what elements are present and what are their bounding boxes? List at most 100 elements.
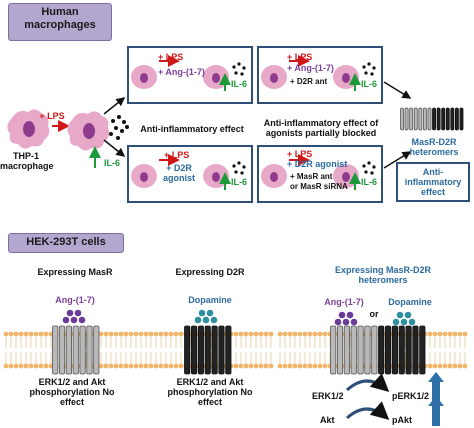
- up-arrow-icon: [428, 372, 444, 410]
- panel-b-title: HEK-293T cells: [8, 233, 124, 253]
- il6-label-box1: IL-6: [231, 79, 248, 89]
- d2r-agonist-label-box3: + D2R agonist: [162, 163, 195, 183]
- receptor-helix: [454, 107, 459, 131]
- d2r-block-box: [257, 145, 383, 203]
- dopamine-ligand-dots: [194, 309, 218, 324]
- receptor-helix: [422, 107, 427, 131]
- receptor-helix: [459, 107, 464, 131]
- nucleus-icon: [342, 172, 350, 182]
- partial-block-label: Anti-inflammatory effect of agonists par…: [263, 118, 379, 138]
- receptor-helix: [432, 107, 436, 131]
- receptor-helix: [225, 325, 232, 375]
- nucleus-icon: [140, 172, 148, 182]
- col3-title: Expressing MasR-D2R heteromers: [334, 265, 432, 285]
- receptor-helix: [184, 325, 191, 375]
- nucleus-icon: [140, 73, 148, 83]
- receptor-helix: [450, 107, 455, 131]
- erk-label: ERK1/2: [312, 391, 344, 401]
- dopamine-ligand-dots: [392, 311, 416, 326]
- arrow-icon: [383, 81, 412, 99]
- receptor-helix: [79, 325, 86, 375]
- dots-icon: [362, 62, 376, 76]
- receptor-helix: [204, 325, 211, 375]
- col3-or: or: [369, 309, 379, 319]
- receptor-helix: [86, 325, 93, 375]
- arrow-icon: [103, 139, 126, 157]
- col2-ligand: Dopamine: [188, 295, 232, 305]
- il6-label-main: IL-6: [103, 158, 120, 168]
- receptor-helix: [445, 107, 450, 131]
- perk-label: pERK1/2: [392, 391, 430, 401]
- lps-label-box4: + LPS: [287, 149, 313, 159]
- d2r-box: [127, 145, 253, 203]
- masr-sirna-label: or MasR siRNA: [290, 182, 348, 191]
- receptor-helix: [330, 325, 337, 375]
- il6-label-box4: IL-6: [361, 177, 378, 187]
- ang-block-box: [257, 46, 383, 104]
- nucleus-icon: [83, 123, 95, 139]
- panel-a-title: Human macrophages: [8, 3, 112, 41]
- receptor-helix: [52, 325, 59, 375]
- ang-label-box1: + Ang-(1-7): [158, 67, 205, 77]
- receptor-helix: [190, 325, 198, 375]
- panel-a-title-text: Human macrophages: [24, 6, 96, 31]
- ang-ligand-dots: [62, 309, 86, 324]
- ligand-dots: [62, 309, 416, 326]
- receptor-icon: [400, 107, 464, 131]
- receptor-helix: [391, 325, 398, 375]
- col1-result: ERK1/2 and Akt phosphorylation No effect: [29, 377, 115, 407]
- nucleus-icon: [212, 172, 220, 182]
- lps-label-box3: + LPS: [164, 150, 190, 160]
- col1-title: Expressing MasR: [37, 267, 113, 277]
- receptors: [52, 325, 426, 375]
- receptor-helix: [418, 107, 423, 131]
- receptor-helix: [211, 325, 218, 375]
- receptor-helix: [427, 107, 432, 131]
- il6-label-box2: IL-6: [361, 79, 378, 89]
- dots-icon: [232, 161, 246, 175]
- d2r-ant-label: + D2R ant: [290, 77, 328, 86]
- receptor-helix: [371, 325, 378, 375]
- dots-icon: [362, 161, 376, 175]
- receptor-helix: [218, 325, 225, 375]
- dots-icon: [109, 115, 129, 140]
- cell-icon: [131, 65, 157, 89]
- cell-icon: [261, 65, 287, 89]
- arrow-icon: [103, 97, 126, 115]
- cell-icon: [131, 164, 157, 188]
- masr-ant-label: + MasR ant: [290, 172, 333, 181]
- col2-title: Expressing D2R: [175, 267, 245, 277]
- receptor-helix: [441, 107, 446, 131]
- receptor-helix: [336, 325, 344, 375]
- ang-box: [127, 46, 253, 104]
- panel-b-title-text: HEK-293T cells: [26, 236, 106, 248]
- d2r-agonist-label-box4: + D2R agonist: [287, 159, 348, 169]
- nucleus-icon: [23, 121, 35, 137]
- cell-icon: [7, 109, 50, 149]
- box-cells: [131, 55, 376, 190]
- receptor-helix: [419, 325, 426, 375]
- receptor-helix: [65, 325, 72, 375]
- cell-icon: [261, 164, 287, 188]
- receptor-helix: [413, 107, 418, 131]
- receptor-helix: [436, 107, 441, 131]
- lps-label-box1: + LPS: [158, 52, 184, 62]
- heteromers-label: MasR-D2R heteromers: [409, 137, 459, 157]
- up-arrow-icon: [428, 396, 444, 426]
- receptor-helix: [400, 107, 404, 131]
- receptor-helix: [357, 325, 364, 375]
- col1-ligand: Ang-(1-7): [55, 295, 95, 305]
- lps-label-main: + LPS: [39, 111, 65, 121]
- thp1-label: THP-1 macrophage: [0, 151, 54, 171]
- col3-ligand-b: Dopamine: [388, 297, 432, 307]
- akt-label: Akt: [320, 415, 335, 425]
- receptor-helix: [412, 325, 419, 375]
- arrow-icon: [383, 151, 412, 169]
- anti-inflammatory-label: Anti-inflammatory effect: [140, 124, 244, 134]
- receptor-helix: [72, 325, 79, 375]
- receptor-helix: [197, 325, 204, 375]
- dots-icon: [232, 62, 246, 76]
- receptor-helix: [398, 325, 405, 375]
- col3-ligand-a: Ang-(1-7): [324, 297, 364, 307]
